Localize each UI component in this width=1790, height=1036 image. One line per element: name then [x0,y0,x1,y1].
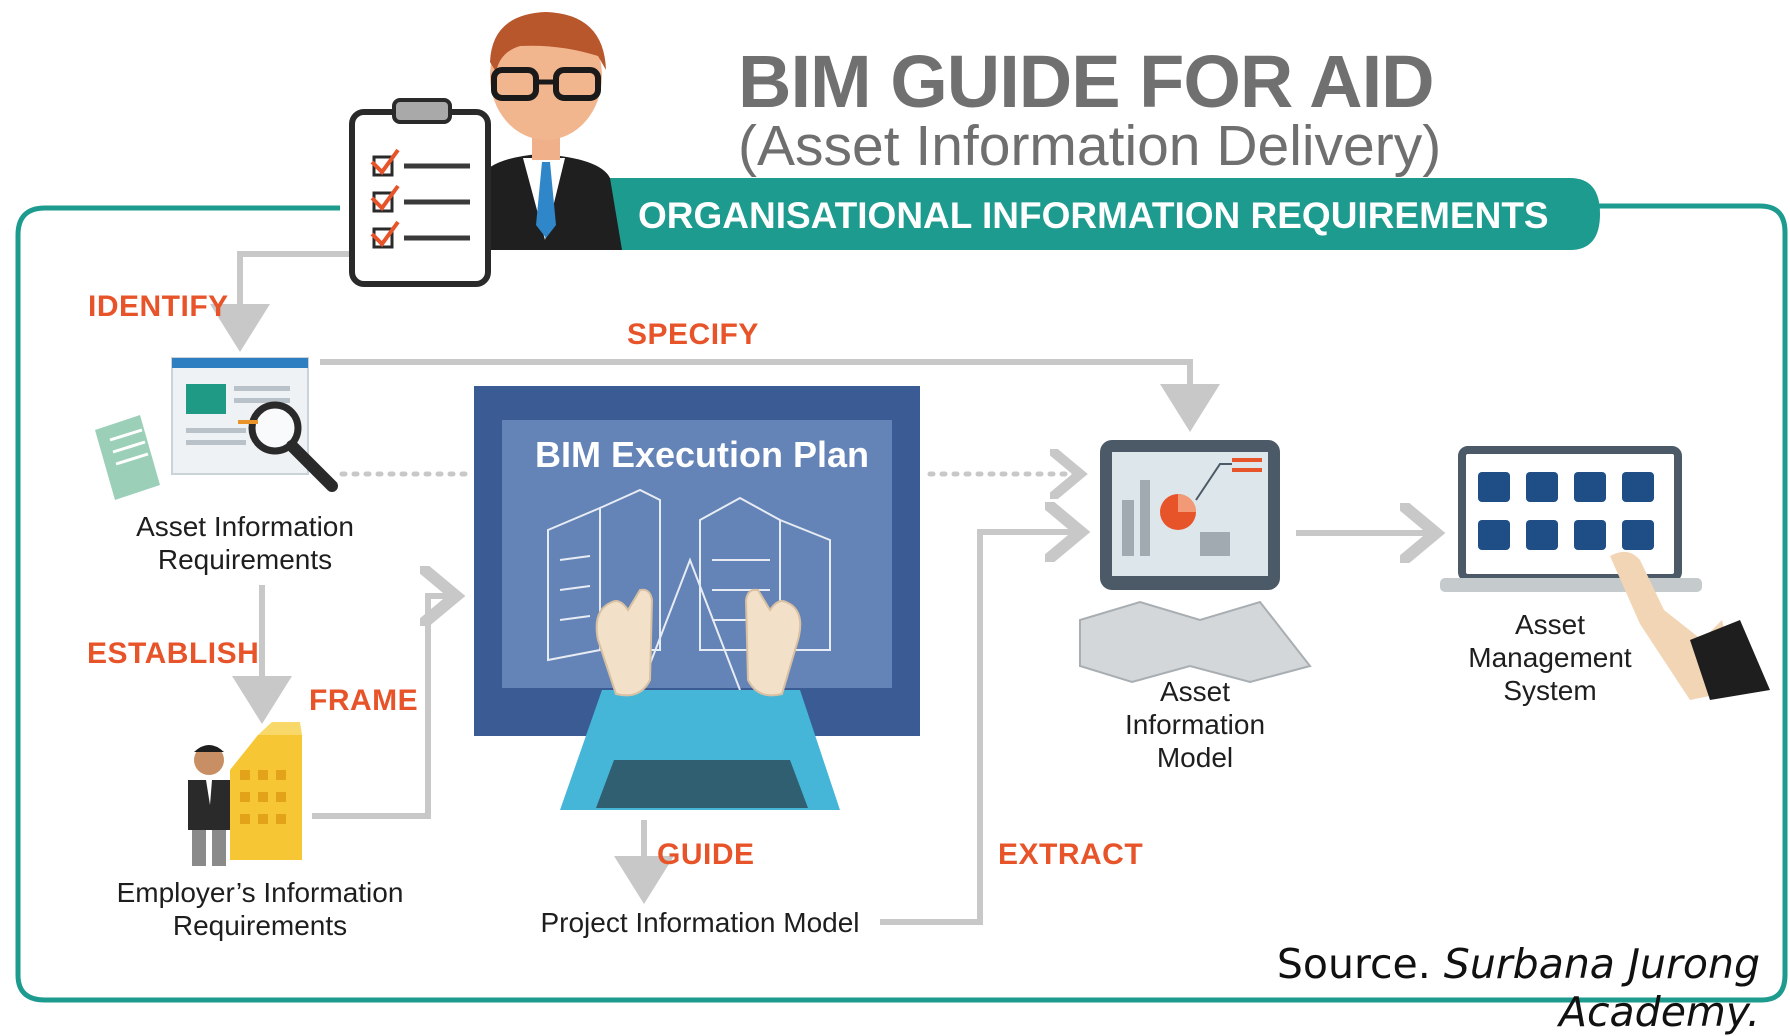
title-main: BIM GUIDE FOR AID [738,40,1435,123]
laptop-dashboard-icon [1440,446,1770,700]
document-search-icon [95,357,338,500]
teal-frame [15,203,1788,1003]
source-credit: Source. Surbana Jurong Academy. [1276,940,1760,1036]
edge-label-frame: FRAME [309,684,419,717]
employers-information-requirements-label: Employer’s Information Requirements [116,877,404,941]
employer-building-icon [188,722,302,866]
arrow-frame [312,596,450,819]
asset-management-system-label: Asset Management System [1468,609,1632,706]
edge-label-specify: SPECIFY [627,318,759,351]
clipboard-icon [349,98,491,287]
edge-label-identify: IDENTIFY [88,290,229,323]
project-information-model-label: Project Information Model [540,907,860,938]
flow-arrows [210,251,1430,925]
monitor-icon [474,386,920,810]
hands-icon [595,588,802,697]
banner-ribbon [600,178,1600,250]
businessman-icon [470,12,622,250]
arrow-specify [320,359,1220,432]
arrow-identify [210,251,350,352]
banner-label: ORGANISATIONAL INFORMATION REQUIREMENTS [638,195,1549,236]
tablet-chart-icon [1079,440,1312,684]
edge-label-establish: ESTABLISH [87,637,260,670]
edge-label-guide: GUIDE [657,838,755,871]
diagram-canvas [15,12,1788,1003]
bim-execution-plan-label: BIM Execution Plan [534,434,870,475]
edge-label-extract: EXTRACT [998,838,1144,871]
arrow-extract [880,532,1075,925]
asset-information-requirements-label: Asset Information Requirements [136,511,354,575]
asset-information-model-label: Asset Information Model [1124,676,1266,773]
title-subtitle: (Asset Information Delivery) [738,114,1442,178]
